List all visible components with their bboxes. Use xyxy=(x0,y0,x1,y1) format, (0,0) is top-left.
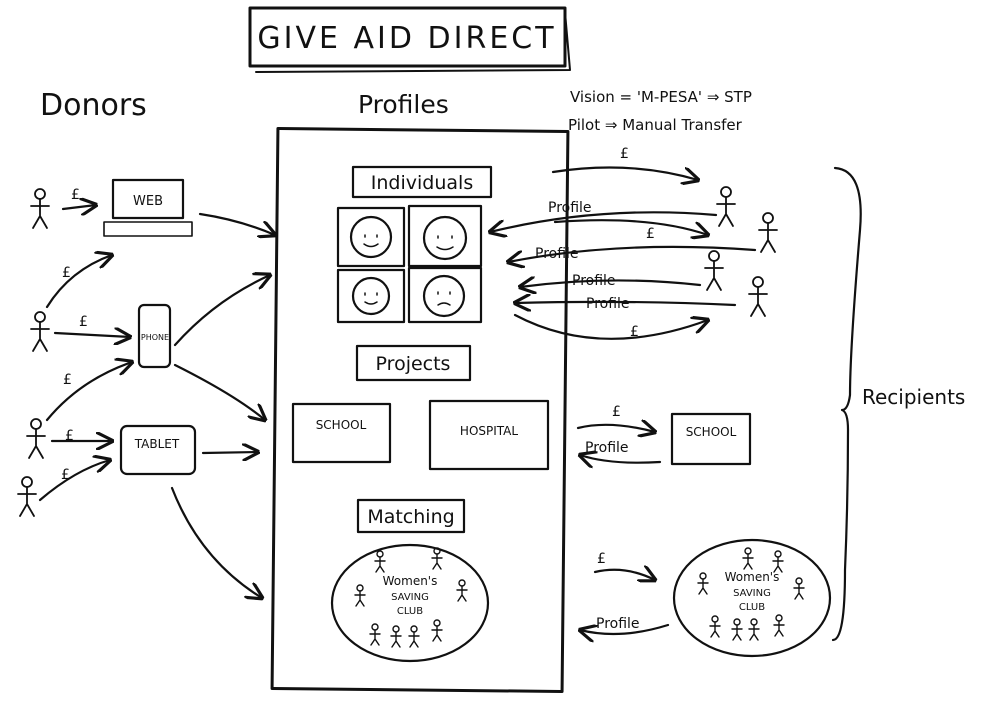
web-label: WEB xyxy=(133,194,163,209)
svg-text:Profile: Profile xyxy=(535,246,579,262)
title-text: GIVE AID DIRECT xyxy=(257,21,556,56)
svg-text:£: £ xyxy=(620,146,629,162)
profiles-panel xyxy=(270,126,570,694)
club-center-line1: Women's xyxy=(383,574,438,588)
hospital-building: HOSPITAL xyxy=(428,399,550,471)
svg-text:£: £ xyxy=(630,324,639,340)
web-computer: WEB xyxy=(103,178,193,237)
pilot-note: Pilot ⇒ Manual Transfer xyxy=(568,116,743,134)
svg-text:Profile: Profile xyxy=(572,273,616,289)
vision-note: Vision = 'M-PESA' ⇒ STP xyxy=(570,88,752,106)
recipient-pound-signs: £ £ £ £ £ xyxy=(597,146,655,567)
recipient-school-label: SCHOOL xyxy=(686,425,737,439)
saving-club-center: Women's SAVING CLUB xyxy=(330,543,490,663)
projects-label: Projects xyxy=(376,353,451,375)
matching-label: Matching xyxy=(367,506,454,528)
donor-figure-2 xyxy=(30,311,50,352)
donors-heading: Donors xyxy=(40,88,147,123)
club-center-line3: CLUB xyxy=(397,606,423,617)
svg-text:£: £ xyxy=(597,551,606,567)
recipient-figure-2 xyxy=(758,212,778,253)
svg-text:Profile: Profile xyxy=(596,616,640,632)
svg-text:Profile: Profile xyxy=(585,440,629,456)
hospital-label: HOSPITAL xyxy=(460,424,518,438)
svg-text:£: £ xyxy=(71,187,80,203)
recipient-figure-1 xyxy=(716,186,736,227)
recipients-label: Recipients xyxy=(862,385,965,409)
club-recipient-line1: Women's xyxy=(725,570,780,584)
donor-arrows xyxy=(38,205,275,598)
svg-text:£: £ xyxy=(63,372,72,388)
profiles-heading: Profiles xyxy=(358,90,449,119)
saving-club-recipient: Women's SAVING CLUB xyxy=(672,538,832,658)
club-center-line2: SAVING xyxy=(391,592,429,603)
individuals-label-box xyxy=(351,165,493,199)
recipient-school: SCHOOL xyxy=(670,412,752,466)
svg-text:Profile: Profile xyxy=(548,200,592,216)
recipients-brace xyxy=(831,166,862,642)
svg-text:£: £ xyxy=(646,226,655,242)
school-building: SCHOOL xyxy=(291,402,392,464)
svg-text:Profile: Profile xyxy=(586,296,630,312)
donor-pound-signs: £ £ £ £ £ £ xyxy=(61,187,88,483)
projects-label-box xyxy=(355,344,472,382)
svg-text:£: £ xyxy=(79,314,88,330)
phone-label: PHONE xyxy=(141,333,169,342)
recipient-arrows xyxy=(490,166,757,635)
svg-text:£: £ xyxy=(65,428,74,444)
svg-text:£: £ xyxy=(61,467,70,483)
individual-portraits xyxy=(336,204,483,324)
donor-figure-4 xyxy=(17,476,37,517)
profile-labels: Profile Profile Profile Profile Profile … xyxy=(535,200,640,632)
title-box: GIVE AID DIRECT xyxy=(248,6,571,73)
tablet-device: TABLET xyxy=(119,424,197,476)
donor-figure-3 xyxy=(26,418,46,459)
tablet-label: TABLET xyxy=(134,437,180,451)
phone-device: PHONE xyxy=(137,303,172,369)
club-recipient-line3: CLUB xyxy=(739,602,765,613)
svg-text:£: £ xyxy=(62,265,71,281)
svg-text:£: £ xyxy=(612,404,621,420)
recipient-figure-3 xyxy=(704,250,724,291)
school-label: SCHOOL xyxy=(316,418,367,432)
individuals-label: Individuals xyxy=(371,172,473,194)
matching-label-box xyxy=(356,498,466,534)
recipient-figure-4 xyxy=(748,276,768,317)
club-recipient-line2: SAVING xyxy=(733,588,771,599)
donor-figure-1 xyxy=(30,188,50,229)
